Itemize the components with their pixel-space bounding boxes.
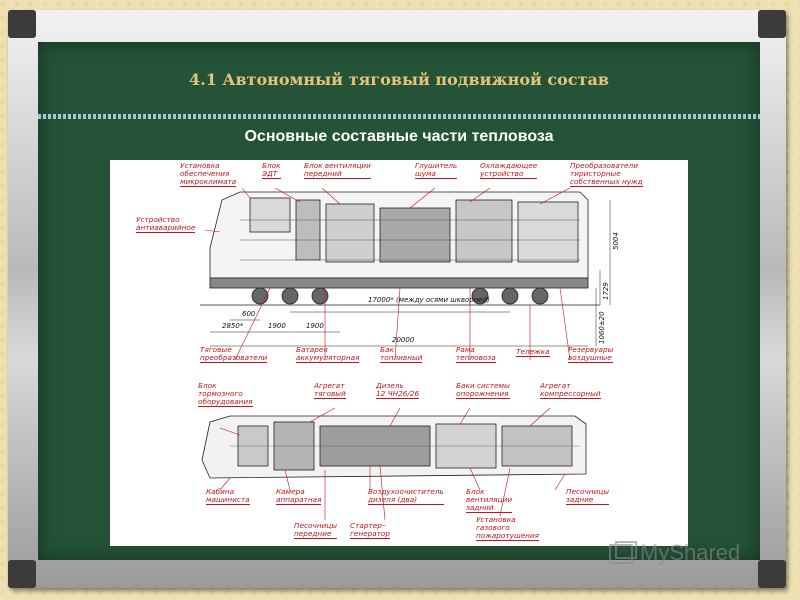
label-thyristor-converters: Преобразователи тиристорные собственных … bbox=[570, 161, 643, 187]
dim-1900-b: 1900 bbox=[306, 322, 324, 330]
chalkboard: 4.1 Автономный тяговый подвижной состав … bbox=[38, 42, 760, 560]
label-bogie: Тележка bbox=[516, 347, 550, 357]
frame-corner-bottom-left bbox=[8, 560, 36, 588]
label-drain-tanks: Баки системы опорожнения bbox=[456, 381, 510, 399]
side-view bbox=[200, 191, 600, 306]
label-battery: Батарея аккумуляторная bbox=[296, 345, 360, 363]
frame-corner-top-right bbox=[758, 10, 786, 38]
label-apparatus-chamber: Камера аппаратная bbox=[276, 487, 322, 505]
label-fuel-tank: Бак топливный bbox=[380, 345, 423, 363]
dim-total-length: 20000 bbox=[392, 336, 415, 344]
label-rear-ventilation-block: Блок вентиляции задний bbox=[466, 487, 513, 513]
label-anti-accident-device: Устройство антиаварийное bbox=[136, 215, 196, 233]
dashed-divider bbox=[38, 114, 760, 119]
dim-bogie-centers: 17000* (между осями шкворней) bbox=[368, 296, 490, 304]
watermark-text: MyShared bbox=[640, 540, 741, 565]
leader-lines bbox=[204, 187, 571, 521]
label-muffler: Глушитель шума bbox=[415, 161, 458, 179]
slide-title: 4.1 Автономный тяговый подвижной состав bbox=[189, 70, 609, 89]
label-traction-unit: Агрегат тяговый bbox=[314, 381, 346, 399]
label-air-cleaner: Воздухоочиститель дизеля (два) bbox=[368, 487, 444, 505]
label-starter-generator: Стартер– генератор bbox=[350, 521, 391, 539]
label-brake-equipment-block: Блок тормозного оборудования bbox=[198, 381, 253, 407]
label-fire-suppression: Установка газового пожаротушения bbox=[476, 515, 540, 541]
frame-corner-top-left bbox=[8, 10, 36, 38]
dim-height-1060: 1060±20 bbox=[598, 311, 606, 344]
dim-height-5004: 5004 bbox=[612, 232, 620, 250]
dim-2850: 2850* bbox=[222, 322, 244, 330]
dim-600: 600 bbox=[242, 310, 256, 318]
label-air-reservoirs: Резервуары воздушные bbox=[568, 345, 614, 363]
dimension-lines bbox=[210, 200, 611, 347]
label-front-ventilation-block: Блок вентиляции передний bbox=[304, 161, 371, 179]
dim-1900-a: 1900 bbox=[268, 322, 286, 330]
label-rear-sanders: Песочницы задние bbox=[566, 487, 610, 505]
label-front-sanders: Песочницы передние bbox=[294, 521, 338, 539]
label-traction-converters: Тяговые преобразователи bbox=[200, 345, 268, 363]
label-cooling-unit: Охлаждающее устройство bbox=[480, 161, 538, 179]
label-microclimate-unit: Установка обеспечения микроклимата bbox=[180, 161, 237, 187]
locomotive-schematic-svg bbox=[200, 187, 611, 521]
label-compressor-unit: Агрегат компрессорный bbox=[540, 381, 601, 399]
frame-corner-bottom-right bbox=[758, 560, 786, 588]
plan-view bbox=[201, 415, 587, 479]
locomotive-drawing: Установка обеспечения микроклимата Блок … bbox=[110, 160, 688, 546]
label-driver-cab: Кабина машиниста bbox=[206, 487, 250, 505]
dim-height-1729: 1729 bbox=[602, 282, 610, 300]
label-diesel-engine: Дизель 12 ЧН26/26 bbox=[376, 381, 420, 399]
label-edt-block: Блок ЭДТ bbox=[262, 161, 281, 179]
watermark-icon bbox=[609, 541, 637, 564]
slide-subtitle: Основные составные части тепловоза bbox=[244, 128, 554, 145]
label-frame: Рама тепловоза bbox=[456, 345, 496, 363]
